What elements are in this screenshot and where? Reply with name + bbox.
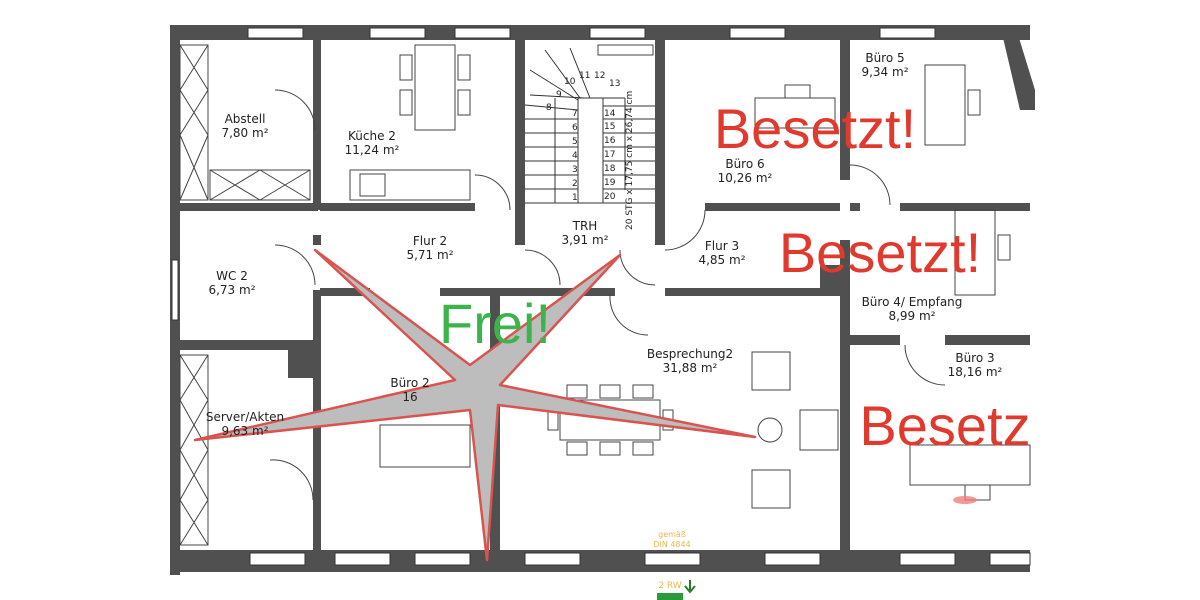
svg-text:14: 14 xyxy=(604,109,616,119)
svg-text:17: 17 xyxy=(604,150,615,160)
shelves xyxy=(179,44,311,546)
arrow-down-icon xyxy=(684,580,696,594)
svg-text:DIN 4844: DIN 4844 xyxy=(653,540,690,549)
svg-text:2: 2 xyxy=(572,179,578,189)
status-occupied-flur-3: Besetzt! xyxy=(779,221,981,284)
svg-text:9: 9 xyxy=(556,90,562,100)
svg-text:5: 5 xyxy=(572,137,578,147)
svg-text:20: 20 xyxy=(604,192,616,202)
doors xyxy=(269,89,946,501)
stair-step-numbers: 1 2 3 4 5 6 7 8 9 10 11 12 13 14 15 16 1… xyxy=(546,71,635,230)
furniture xyxy=(349,44,1031,509)
svg-text:7: 7 xyxy=(572,109,578,119)
svg-text:gemäß: gemäß xyxy=(658,530,686,539)
svg-text:4: 4 xyxy=(572,151,578,161)
svg-text:19: 19 xyxy=(604,178,616,188)
emergency-exit: gemäß DIN 4844 2 RW xyxy=(653,530,696,600)
red-smudge xyxy=(953,496,977,504)
svg-text:10: 10 xyxy=(564,77,576,87)
exit-sign-icon xyxy=(657,593,683,600)
svg-text:2 RW: 2 RW xyxy=(658,581,681,591)
svg-text:15: 15 xyxy=(604,122,615,132)
svg-text:1: 1 xyxy=(572,193,578,203)
status-free: Frei! xyxy=(439,292,551,355)
svg-text:8: 8 xyxy=(546,103,552,113)
status-occupied-buero-3: Besetz xyxy=(859,394,1030,457)
svg-text:6: 6 xyxy=(572,123,578,133)
svg-text:18: 18 xyxy=(604,164,616,174)
staircase xyxy=(524,47,655,204)
windows xyxy=(171,27,1031,566)
svg-text:3: 3 xyxy=(572,165,578,175)
star-marker xyxy=(193,248,757,562)
stair-dimensions: 20 STG x 17,75 cm x 26,74 cm xyxy=(625,91,635,230)
svg-text:13: 13 xyxy=(609,79,620,89)
svg-text:11: 11 xyxy=(579,71,590,81)
status-occupied-buero-6: Besetzt! xyxy=(714,97,916,160)
svg-text:12: 12 xyxy=(594,71,605,81)
svg-text:16: 16 xyxy=(604,136,616,146)
